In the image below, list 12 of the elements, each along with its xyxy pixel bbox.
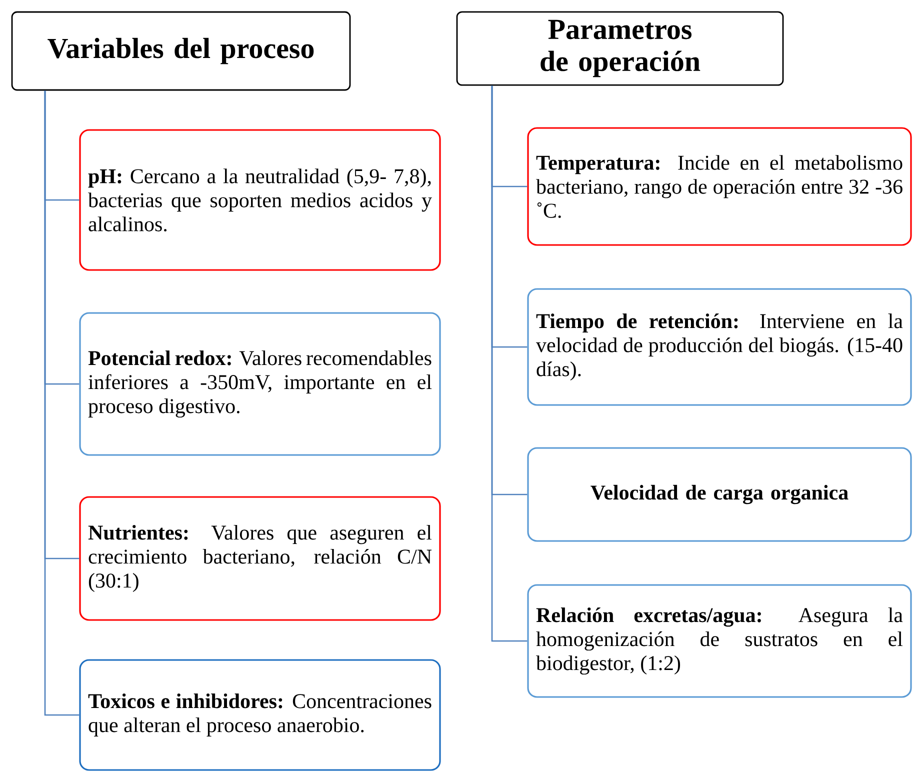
process-box: pH: Cercano a la neutralidad (5,9- 7,8), bacterias que soporten medios acidos y alcalinos.	[79, 129, 441, 271]
header-box: Variables del proceso	[11, 11, 351, 91]
header-box: Parametros de operación	[456, 11, 784, 86]
process-box: Temperatura: Incide en el metabolismo bacteriano, rango de operación entre 32 -36 ˚C.	[527, 127, 912, 246]
process-box: Potencial redox: Valores recomendables inferiores a -350mV, importante en el proceso digestivo.	[79, 312, 441, 456]
process-box: Velocidad de carga organica	[527, 447, 912, 542]
process-box: Relación excretas/agua: Asegura la homogenización de sustratos en el biodigestor, (1:2)	[527, 584, 912, 698]
process-box: Toxicos e inhibidores: Concentraciones que alteran el proceso anaerobio.	[79, 659, 441, 771]
connector-line	[491, 86, 528, 642]
process-box: Tiempo de retención: Interviene en la velocidad de producción del biogás. (15-40 días).	[527, 288, 912, 406]
process-box: Nutrientes: Valores que aseguren el crecimiento bacteriano, relación C/N (30:1)	[79, 496, 441, 621]
connector-line	[44, 90, 80, 716]
